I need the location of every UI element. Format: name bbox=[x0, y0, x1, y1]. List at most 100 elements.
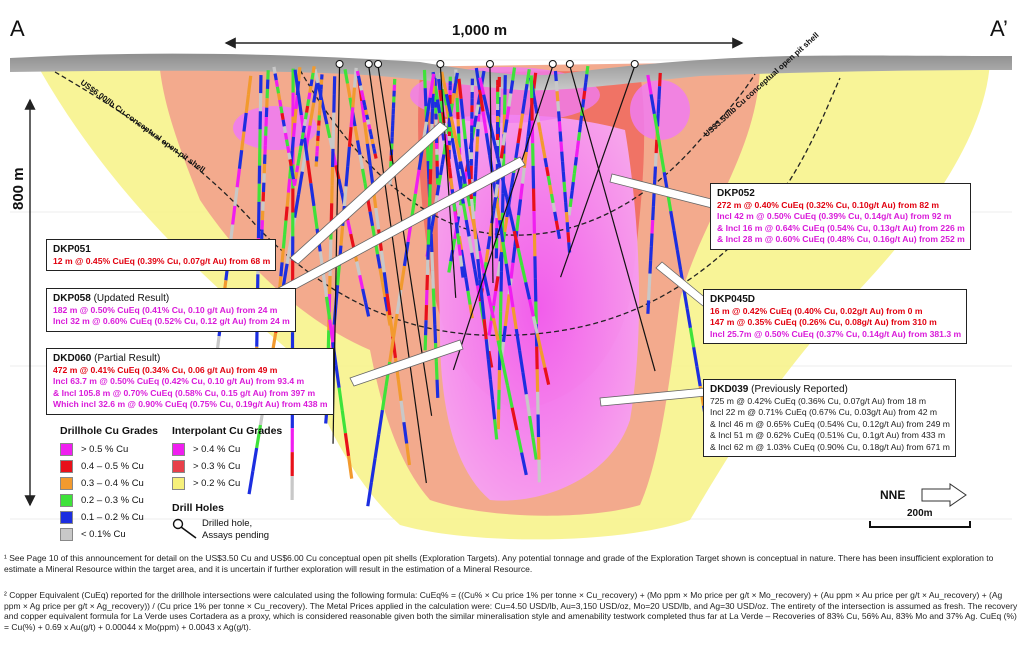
intercept-line: & Incl 105.8 m @ 0.70% CuEq (0.58% Cu, 0… bbox=[53, 387, 316, 398]
drillhole-segment bbox=[309, 79, 314, 87]
intercept-line: Incl 22 m @ 0.71% CuEq (0.67% Cu, 0.03g/… bbox=[710, 407, 938, 418]
legend-swatch bbox=[60, 443, 73, 456]
pit-shell-3.5usd bbox=[299, 69, 756, 236]
drillhole-segment bbox=[444, 93, 453, 117]
drillhole-segment bbox=[532, 72, 538, 89]
drillhole-segment bbox=[682, 288, 689, 309]
drillhole-segment bbox=[564, 212, 569, 223]
drillhole-segment bbox=[516, 247, 524, 266]
drillhole-segment bbox=[514, 142, 520, 159]
drillhole-segment bbox=[368, 211, 375, 227]
drillhole-segment bbox=[470, 252, 477, 270]
drillhole-segment bbox=[501, 132, 507, 146]
drillhole-segment bbox=[328, 319, 335, 343]
drillhole-segment bbox=[428, 225, 434, 237]
intercept-line: & Incl 16 m @ 0.64% CuEq (0.54% Cu, 0.13… bbox=[717, 222, 965, 233]
drillhole-segment bbox=[275, 86, 281, 94]
drillhole-segment bbox=[488, 379, 495, 400]
drillhole-segment bbox=[291, 178, 297, 187]
drillhole-segment bbox=[531, 316, 539, 334]
drillhole-segment bbox=[391, 313, 399, 339]
drillhole-segment bbox=[287, 152, 292, 160]
drillhole-segment bbox=[308, 85, 313, 94]
drillhole-segment bbox=[346, 219, 353, 235]
drillhole-segment bbox=[569, 190, 574, 199]
drillhole-segment bbox=[459, 98, 465, 120]
legend-swatch bbox=[172, 443, 185, 456]
drillhole-segment bbox=[302, 118, 308, 127]
drillhole-segment bbox=[553, 70, 558, 82]
drillhole-segment bbox=[355, 140, 362, 155]
drillhole-segment bbox=[430, 252, 435, 271]
drillhole-segment bbox=[377, 409, 385, 435]
drillhole-segment bbox=[457, 244, 462, 256]
drillhole-segment bbox=[509, 262, 515, 279]
drillhole-segment bbox=[646, 300, 651, 314]
drillhole-segment bbox=[334, 364, 341, 388]
intercept-line: Which incl 32.6 m @ 0.90% CuEq (0.75% Cu… bbox=[53, 399, 328, 410]
drillhole-segment bbox=[582, 90, 587, 100]
drillhole-segment bbox=[461, 203, 468, 221]
drillhole-segment bbox=[518, 113, 525, 129]
drillhole-segment bbox=[379, 250, 386, 273]
drillhole-segment bbox=[291, 122, 297, 138]
depth-label: 800 m bbox=[10, 167, 27, 210]
drillhole-segment bbox=[468, 304, 474, 319]
drillhole-segment bbox=[383, 296, 390, 312]
drillhole-segment bbox=[345, 83, 352, 99]
drillhole-segment bbox=[652, 113, 660, 134]
drillhole-segment bbox=[576, 132, 582, 141]
drillhole-segment bbox=[340, 410, 347, 434]
drillhole-segment bbox=[647, 273, 652, 288]
drillhole-segment bbox=[646, 286, 651, 301]
intercept-line: 472 m @ 0.41% CuEq (0.34% Cu, 0.06 g/t A… bbox=[53, 365, 278, 375]
drillhole-segment bbox=[556, 101, 561, 112]
drillhole-segment bbox=[322, 110, 329, 125]
drillhole-segment bbox=[478, 278, 484, 300]
drillhole-segment bbox=[435, 99, 442, 114]
pending-label-2: Assays pending bbox=[202, 530, 270, 541]
drillhole-segment bbox=[511, 307, 518, 330]
drillhole-segment bbox=[372, 148, 377, 154]
drillhole-segment bbox=[432, 306, 437, 326]
drillhole-segment bbox=[437, 174, 443, 186]
drillhole-segment bbox=[514, 328, 522, 352]
drillhole-pending bbox=[560, 65, 636, 278]
callout-dkp052: DKP052 272 m @ 0.40% CuEq (0.32% Cu, 0.1… bbox=[710, 183, 971, 250]
drillhole-segment bbox=[487, 320, 493, 336]
drillhole-segment bbox=[324, 296, 332, 320]
drillhole-segment bbox=[648, 260, 653, 274]
legend-item: > 0.2 % Cu bbox=[172, 475, 282, 492]
drillhole-segment bbox=[461, 118, 467, 140]
drillhole-segment bbox=[512, 230, 520, 249]
drillhole-segment bbox=[294, 171, 299, 180]
legend-label: 0.1 – 0.2 % Cu bbox=[81, 512, 144, 523]
drillhole-segment bbox=[656, 99, 661, 114]
drillhole-segment bbox=[501, 362, 510, 386]
drillhole-segment bbox=[453, 211, 458, 223]
drillhole-segment bbox=[496, 340, 505, 364]
drillhole-segment bbox=[533, 104, 539, 114]
drillhole-segment bbox=[511, 67, 517, 81]
drillhole-segment bbox=[575, 140, 581, 150]
drillhole-segment bbox=[428, 73, 436, 99]
intercept-line: & Incl 62 m @ 1.03% CuEq (0.90% Cu, 0.18… bbox=[710, 441, 950, 452]
drillhole-segment bbox=[235, 168, 242, 188]
drillhole-pending-icon bbox=[172, 518, 197, 539]
drillhole-segment bbox=[313, 68, 320, 84]
callout-dkp045d: DKP045D 16 m @ 0.42% CuEq (0.40% Cu, 0.0… bbox=[703, 289, 968, 345]
drillhole-segment bbox=[367, 124, 372, 130]
drillhole-segment bbox=[564, 201, 569, 213]
drillhole-segment bbox=[296, 171, 304, 195]
drillhole-segment bbox=[558, 131, 563, 142]
drillhole-segment bbox=[352, 67, 358, 88]
drillhole-segment bbox=[456, 170, 463, 188]
drillhole-segment bbox=[543, 157, 549, 168]
drillhole-segment bbox=[545, 166, 550, 177]
drillhole-segment bbox=[293, 108, 298, 124]
legend-swatch bbox=[60, 477, 73, 490]
scale-bar bbox=[869, 521, 971, 528]
drillhole-segment bbox=[491, 317, 500, 341]
drillhole-segment bbox=[440, 71, 448, 95]
legend-label: < 0.1% Cu bbox=[81, 529, 126, 540]
